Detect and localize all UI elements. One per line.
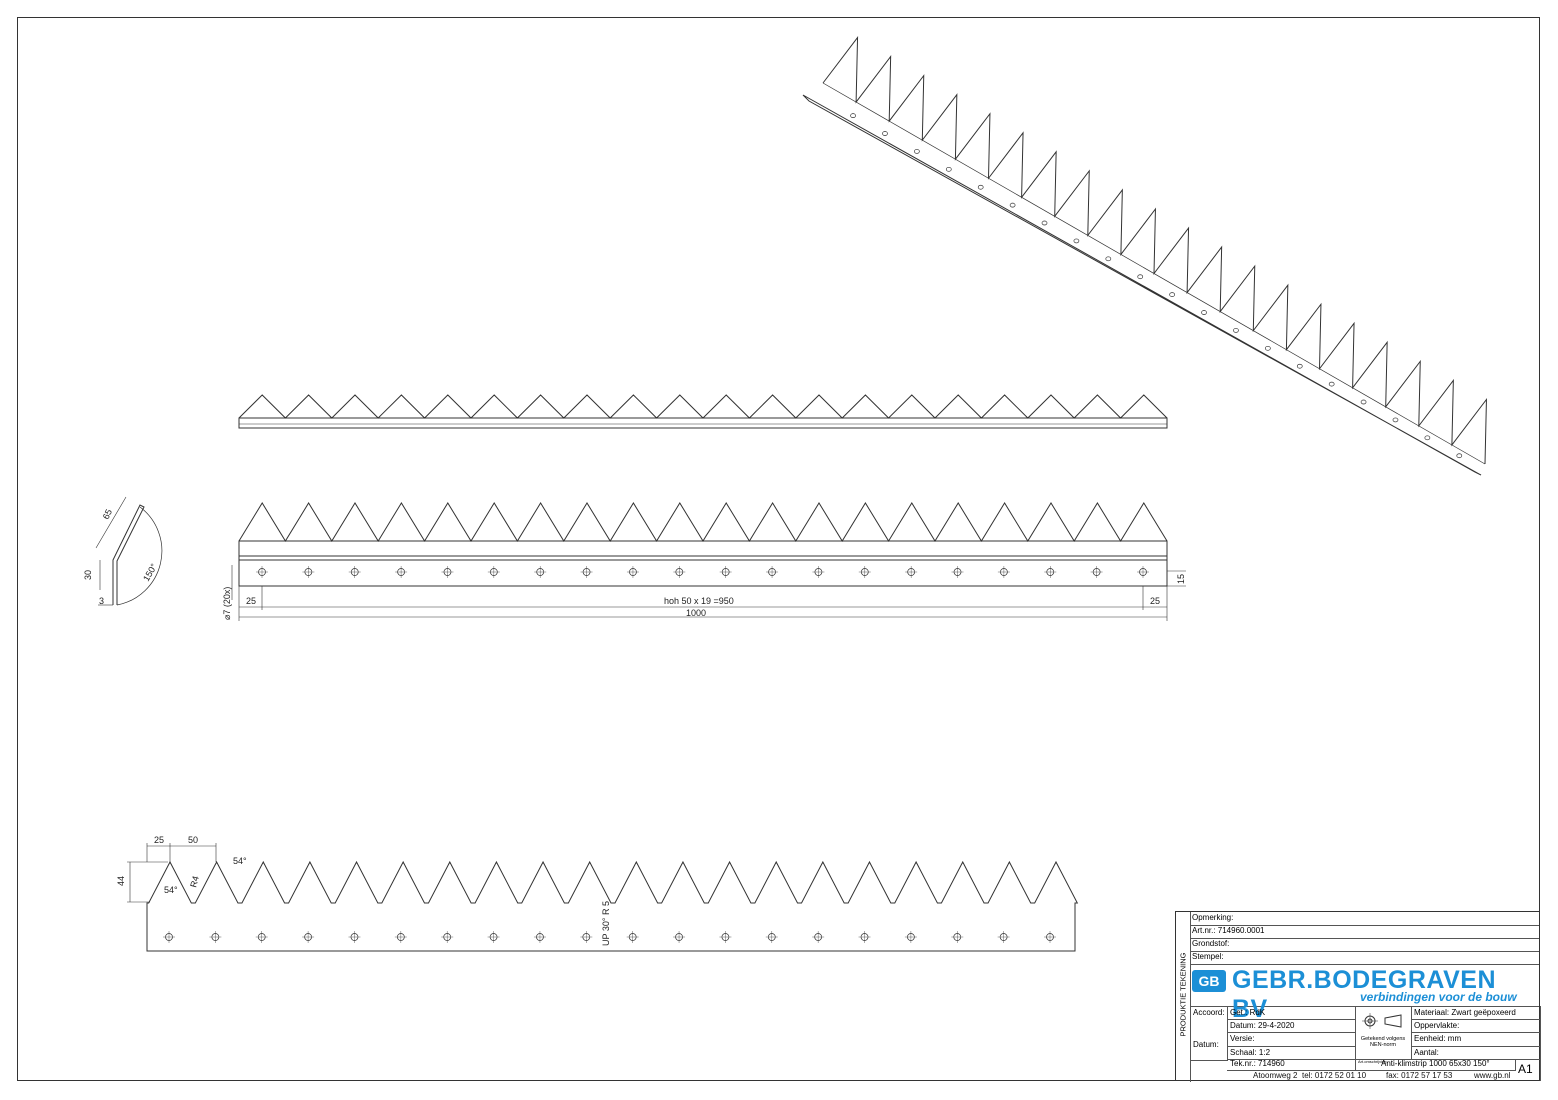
iso-hole <box>1392 417 1399 423</box>
side-height-dim: 30 <box>83 570 93 580</box>
flat-44-dim: 44 <box>116 876 126 886</box>
teknr-cell: Tek.nr.: 714960 <box>1227 1059 1356 1071</box>
total-length-dim: 1000 <box>686 608 706 618</box>
format-cell: A1 <box>1515 1059 1541 1081</box>
schaal-cell: Schaal: 1:2 <box>1227 1046 1356 1060</box>
address-text: Atoomweg 2 <box>1253 1071 1298 1080</box>
flat-pattern-view <box>146 860 1079 952</box>
flat-bend-note: UP 30° R 5 <box>601 901 611 946</box>
side-length-dim: 65 <box>101 508 114 521</box>
row-artnr: Art.nr.: 714960.0001 <box>1190 925 1539 939</box>
title-block: PRODUKTIE TEKENING Opmerking: Art.nr.: 7… <box>1175 911 1541 1082</box>
iso-hole <box>914 149 920 154</box>
front-dimension-lines <box>231 565 1186 621</box>
top-strip-body <box>238 417 1168 429</box>
iso-hole <box>1296 363 1303 369</box>
flat-outline <box>146 860 1079 952</box>
side-angle-dim: 150° <box>141 562 159 583</box>
top-teeth-outline <box>238 394 1168 419</box>
iso-hole <box>977 184 984 190</box>
edge-dim: 15 <box>1176 574 1186 584</box>
nen-cell: Getekend volgens NEN-norm <box>1355 1006 1412 1060</box>
iso-hole <box>1073 238 1080 244</box>
isometric-view <box>802 35 1487 476</box>
company-tagline: verbindingen voor de bouw <box>1360 990 1517 1004</box>
company-logo: GB GEBR.BODEGRAVEN BV verbindingen voor … <box>1190 964 1539 1023</box>
iso-base-plate <box>802 94 1482 476</box>
flat-dimension-lines <box>127 843 217 903</box>
flat-25-dim: 25 <box>154 835 164 845</box>
iso-hole <box>1233 328 1239 333</box>
getekend-cell: Get.: RdK <box>1227 1006 1356 1020</box>
row-stempel: Stempel: <box>1190 951 1539 965</box>
vertical-label: PRODUKTIE TEKENING <box>1176 912 1191 1082</box>
flat-radius-dim: R4 <box>188 875 201 889</box>
omschrijving-cell: Art.omschrijving Anti-klimstrip 1000 65x… <box>1355 1059 1516 1071</box>
iso-hole <box>1009 202 1016 208</box>
side-thickness-dim: 3 <box>99 596 104 606</box>
iso-hole <box>1264 345 1271 351</box>
hole-dim: ⌀7 (20x) <box>222 587 232 620</box>
iso-hole <box>945 166 952 172</box>
hoh-dim: hoh 50 x 19 =950 <box>664 596 734 606</box>
drawing-frame <box>17 17 1540 1081</box>
iso-hole <box>1456 453 1463 459</box>
iso-hole <box>1328 381 1335 387</box>
aantal-cell: Aantal: <box>1411 1046 1541 1060</box>
fax-text: fax: 0172 57 17 53 <box>1386 1071 1453 1080</box>
materiaal-cell: Materiaal: Zwart geëpoxeerd <box>1411 1006 1541 1020</box>
front-strip-body <box>238 540 1168 587</box>
right-offset-dim: 25 <box>1150 596 1160 606</box>
iso-hole <box>1041 220 1048 226</box>
projection-symbol-icon <box>1362 1013 1402 1029</box>
side-profile-view <box>95 496 163 606</box>
oppervlakte-cell: Oppervlakte: <box>1411 1019 1541 1033</box>
accoord-cell: Accoord: Datum: <box>1190 1006 1228 1061</box>
iso-hole <box>1105 256 1112 262</box>
top-view <box>238 394 1168 429</box>
phone-text: tel: 0172 52 01 10 <box>1302 1071 1367 1080</box>
front-view <box>238 502 1168 587</box>
iso-hole <box>1424 435 1431 441</box>
iso-hole <box>882 131 888 136</box>
iso-hole <box>1201 310 1207 315</box>
iso-hole <box>850 113 856 118</box>
iso-teeth-outline <box>822 35 1487 465</box>
row-opmerking: Opmerking: <box>1190 912 1539 926</box>
website-text: www.gb.nl <box>1474 1071 1511 1080</box>
iso-hole <box>1137 274 1144 280</box>
left-offset-dim: 25 <box>246 596 256 606</box>
versie-cell: Versie: <box>1227 1032 1356 1047</box>
flat-angle-a: 54° <box>164 885 178 895</box>
front-teeth-outline <box>238 502 1168 542</box>
company-name: GEBR.BODEGRAVEN BV <box>1232 966 1497 1023</box>
iso-hole <box>1169 292 1175 297</box>
row-grondstof: Grondstof: <box>1190 938 1539 952</box>
eenheid-cell: Eenheid: mm <box>1411 1032 1541 1047</box>
flat-50-dim: 50 <box>188 835 198 845</box>
datum-cell: Datum: 29-4-2020 <box>1227 1019 1356 1033</box>
iso-hole <box>1360 399 1367 405</box>
logo-mark-icon: GB <box>1192 970 1226 992</box>
flat-angle-b: 54° <box>233 856 247 866</box>
